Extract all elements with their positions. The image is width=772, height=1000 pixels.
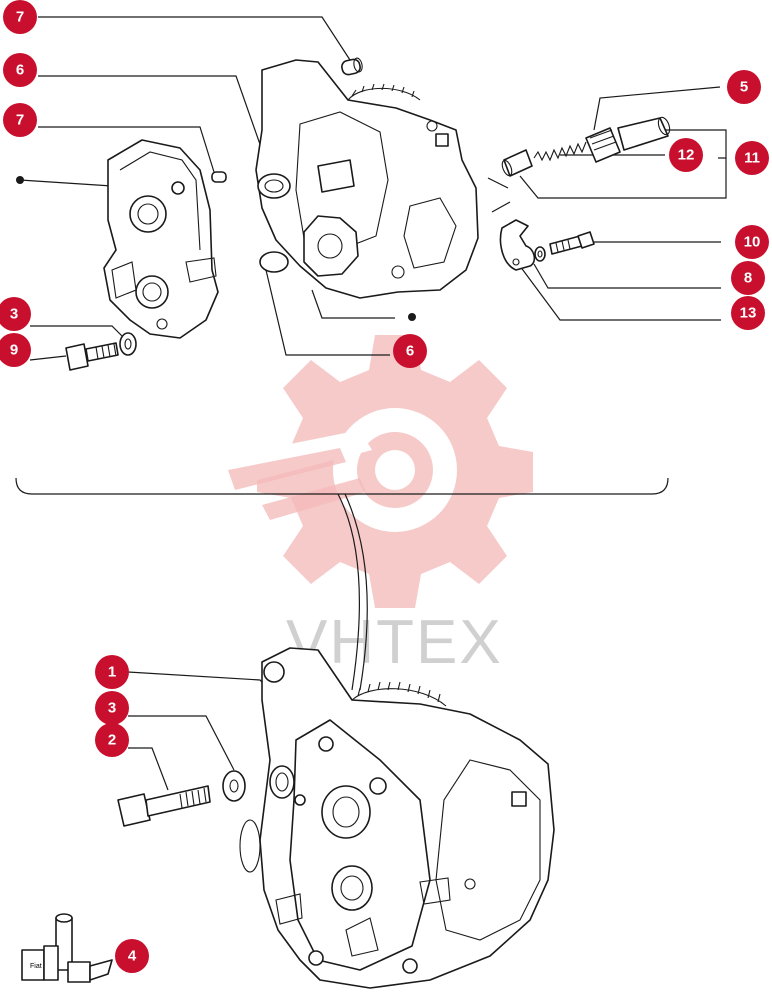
callout-label: 6 <box>16 62 24 79</box>
callout-label: 2 <box>108 732 116 749</box>
group-bracket <box>15 477 669 495</box>
callout-label: 4 <box>128 948 137 965</box>
dowel-pin-top <box>341 57 363 76</box>
reference-dot-center <box>408 313 416 321</box>
callout-label: 10 <box>744 234 761 251</box>
callout-label: 7 <box>16 112 24 129</box>
callout-8: 8 <box>731 261 765 295</box>
bolt-short <box>65 342 119 371</box>
callout-10: 10 <box>735 225 769 259</box>
callout-label: 12 <box>678 147 695 164</box>
callout-13: 13 <box>731 296 765 330</box>
callout-3-bottom: 3 <box>95 691 129 725</box>
callout-6-bottom: 6 <box>393 334 427 368</box>
pump-cover-plate <box>103 139 219 339</box>
sealant-label: Fiat <box>30 963 42 970</box>
callout-label: 5 <box>740 79 748 96</box>
clamp-plate <box>499 219 536 271</box>
callout-4: 4 <box>115 939 149 973</box>
callout-label: 9 <box>10 342 18 359</box>
callout-2: 2 <box>95 723 129 757</box>
relief-valve-spring <box>533 141 587 162</box>
callout-label: 1 <box>108 664 116 681</box>
callout-1: 1 <box>95 655 129 689</box>
callout-label: 7 <box>16 9 24 26</box>
bracket-link-line <box>337 493 360 691</box>
callout-label: 3 <box>108 700 116 717</box>
relief-valve-plug <box>585 116 671 163</box>
dowel-pin-left <box>211 171 227 183</box>
callout-label: 8 <box>744 270 752 287</box>
oil-pump-assembly-bottom <box>239 647 555 989</box>
sealant-kit: Fiat <box>21 913 113 983</box>
callout-5: 5 <box>727 70 761 104</box>
callout-7-top: 7 <box>3 0 37 34</box>
leader-lines <box>19 16 727 791</box>
washer-top <box>119 332 137 356</box>
washer-small <box>534 246 546 262</box>
callout-label: 13 <box>740 305 757 322</box>
callout-7-left: 7 <box>3 103 37 137</box>
reference-dot-left <box>16 176 24 184</box>
oil-pump-body-top <box>255 59 479 299</box>
callout-11: 11 <box>735 141 769 175</box>
callout-12: 12 <box>669 138 703 172</box>
washer-bottom <box>222 770 246 802</box>
screw-small <box>549 231 595 255</box>
callout-6-top: 6 <box>3 53 37 87</box>
watermark-gear-logo <box>228 335 533 608</box>
callout-9: 9 <box>0 333 31 367</box>
callout-label: 11 <box>744 150 760 167</box>
callout-label: 6 <box>406 343 414 360</box>
callout-label: 3 <box>10 306 18 323</box>
callout-3-top: 3 <box>0 297 31 331</box>
bolt-long <box>117 785 211 827</box>
relief-valve-plunger <box>501 149 533 177</box>
